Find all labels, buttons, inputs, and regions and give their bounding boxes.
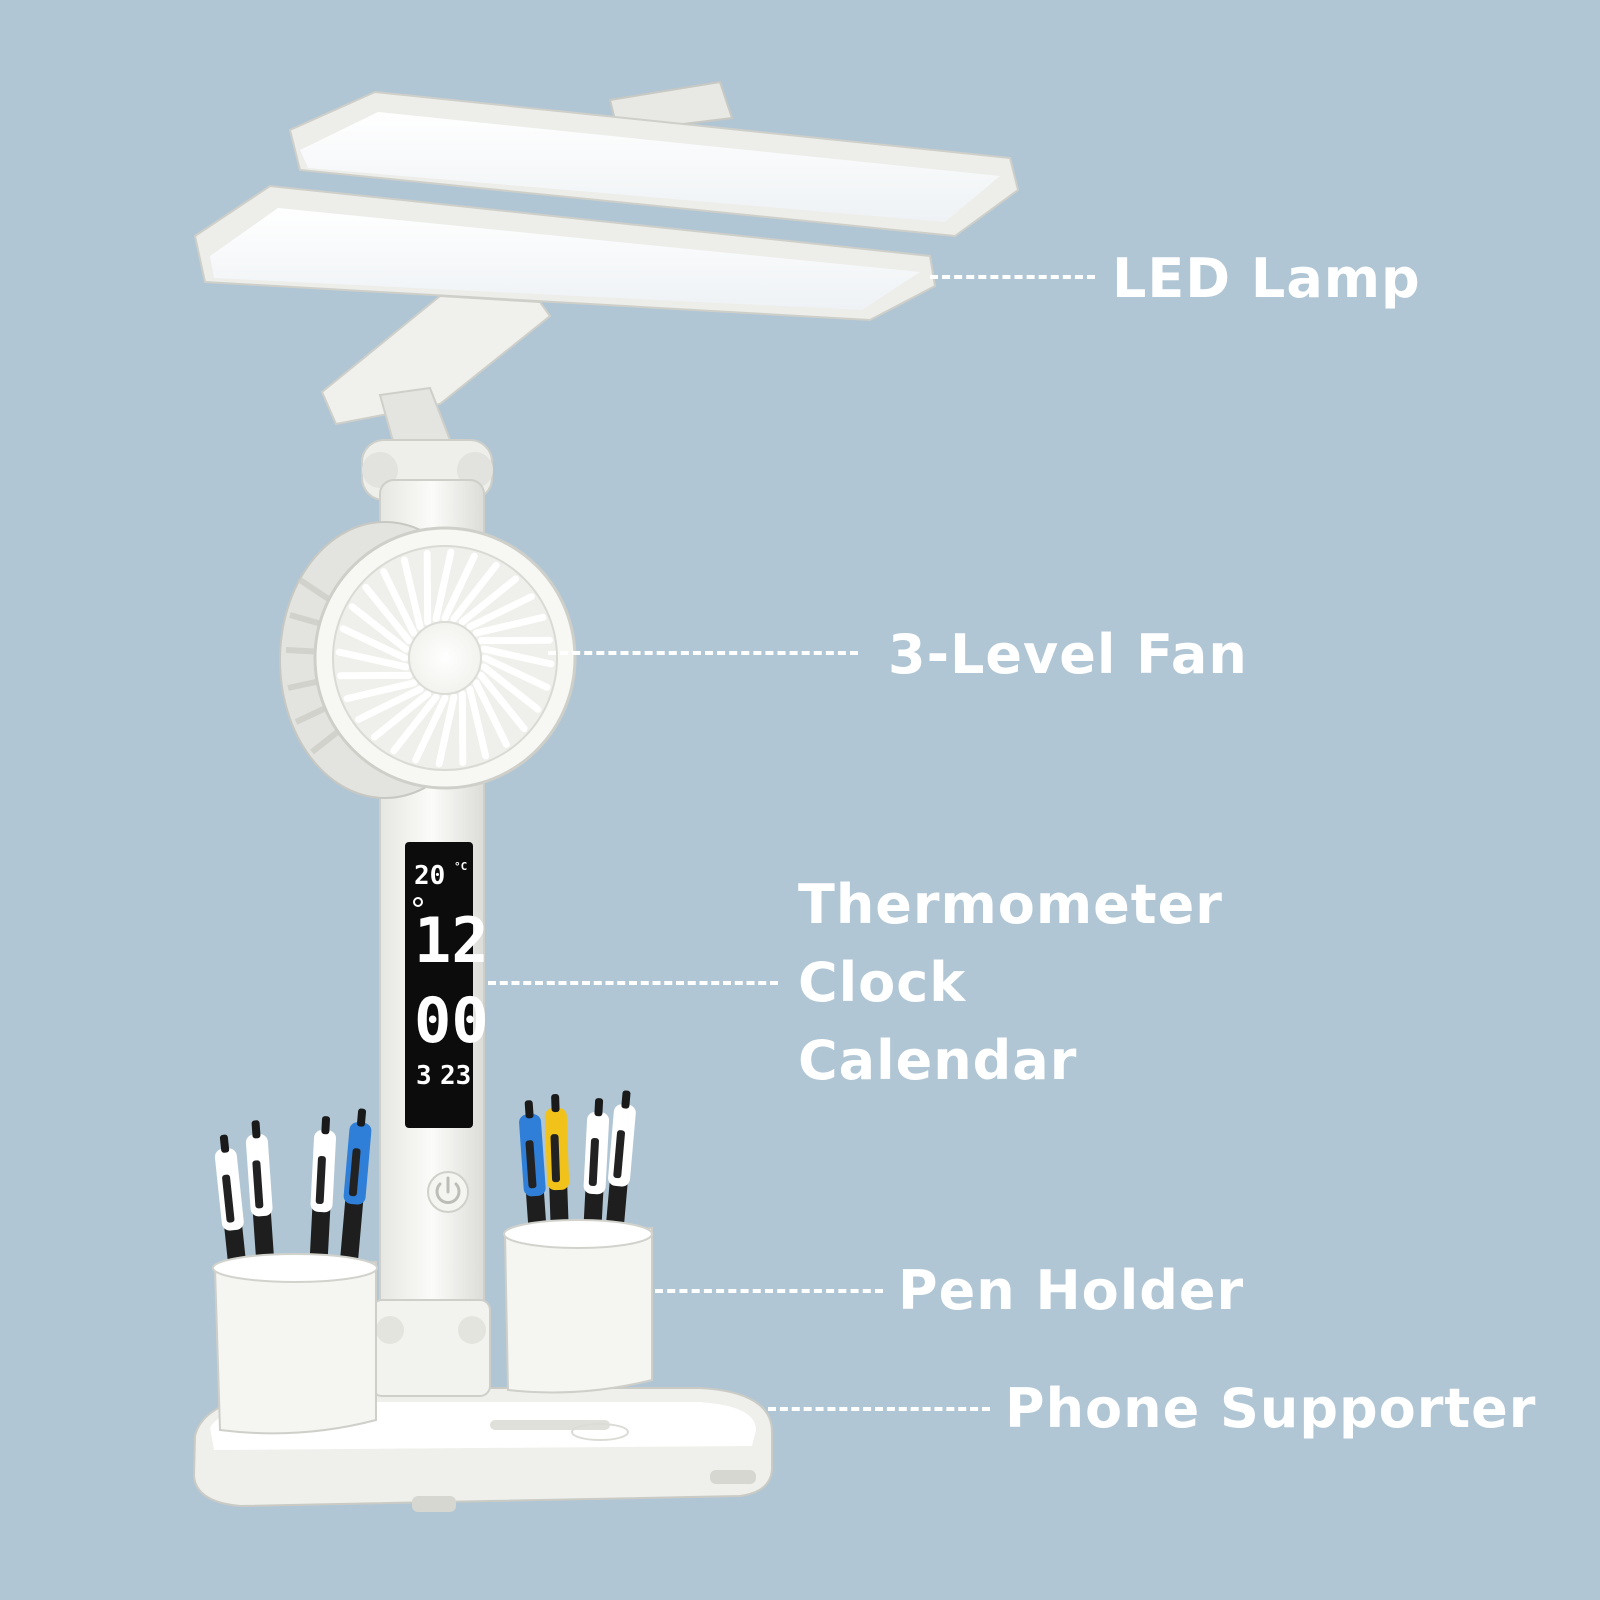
lcd-hour: 12 bbox=[414, 904, 489, 977]
fan-blade bbox=[441, 552, 478, 622]
fan-blade bbox=[480, 663, 542, 713]
lcd-temperature: 20 bbox=[414, 861, 445, 891]
fan-blade bbox=[458, 575, 520, 626]
pen bbox=[519, 1100, 547, 1237]
label-led-lamp: LED Lamp bbox=[1112, 247, 1421, 310]
fan-blade bbox=[412, 694, 449, 764]
pen bbox=[245, 1120, 275, 1273]
pen bbox=[309, 1116, 337, 1273]
fan-unit bbox=[279, 521, 577, 799]
leader-led-lamp bbox=[930, 275, 1095, 279]
lcd-screen bbox=[405, 842, 473, 1128]
lcd-day: 23 bbox=[440, 1061, 471, 1091]
pen bbox=[339, 1108, 372, 1273]
fan-blade bbox=[432, 548, 455, 623]
fan-blade bbox=[355, 685, 424, 723]
fan-blade bbox=[370, 690, 432, 741]
fan-blade bbox=[472, 679, 510, 748]
label-thermometer: Thermometer bbox=[798, 873, 1223, 936]
label-pen-holder: Pen Holder bbox=[898, 1259, 1245, 1322]
fan-blade bbox=[380, 568, 418, 637]
fan-blade bbox=[400, 556, 424, 631]
lcd-display: 20 °C 12 00 3 23 bbox=[405, 842, 489, 1128]
label-fan: 3-Level Fan bbox=[888, 623, 1248, 686]
fan-blade bbox=[481, 654, 551, 691]
lcd-temp-unit: °C bbox=[454, 860, 467, 873]
power-icon bbox=[435, 1182, 461, 1204]
lcd-month: 3 bbox=[416, 1061, 432, 1091]
fan-blade bbox=[339, 625, 409, 662]
fan-blade bbox=[477, 671, 528, 733]
label-calendar: Calendar bbox=[798, 1029, 1078, 1092]
leader-fan bbox=[548, 651, 858, 655]
pen-holder-right bbox=[503, 1090, 653, 1394]
label-clock: Clock bbox=[798, 951, 967, 1014]
power-button[interactable] bbox=[427, 1171, 469, 1213]
lcd-minute: 00 bbox=[414, 984, 489, 1057]
fan-blade bbox=[466, 593, 535, 631]
fan-blade bbox=[466, 685, 490, 760]
fan-blade bbox=[480, 645, 555, 668]
fan-blade bbox=[435, 693, 458, 768]
pen-holder-left bbox=[212, 1108, 378, 1435]
fan-blade bbox=[472, 613, 547, 637]
leader-phone-supporter bbox=[768, 1407, 990, 1411]
fan-blade bbox=[390, 693, 440, 755]
fan-blade bbox=[343, 679, 418, 703]
pen bbox=[214, 1134, 247, 1273]
label-phone-supporter: Phone Supporter bbox=[1005, 1377, 1537, 1440]
pen bbox=[583, 1098, 610, 1237]
leader-display bbox=[488, 981, 778, 985]
wireless-charging-pad bbox=[571, 1423, 629, 1441]
fan-blade bbox=[450, 561, 500, 623]
phone-slot bbox=[490, 1420, 610, 1430]
fan-blade bbox=[362, 583, 413, 645]
leader-pen-holder bbox=[655, 1289, 883, 1293]
pen bbox=[544, 1094, 570, 1237]
pen bbox=[605, 1090, 636, 1237]
fan-blade bbox=[348, 603, 410, 653]
thermometer-icon bbox=[413, 897, 423, 907]
fan-blade bbox=[335, 648, 410, 671]
lamp-head bbox=[193, 80, 1020, 450]
